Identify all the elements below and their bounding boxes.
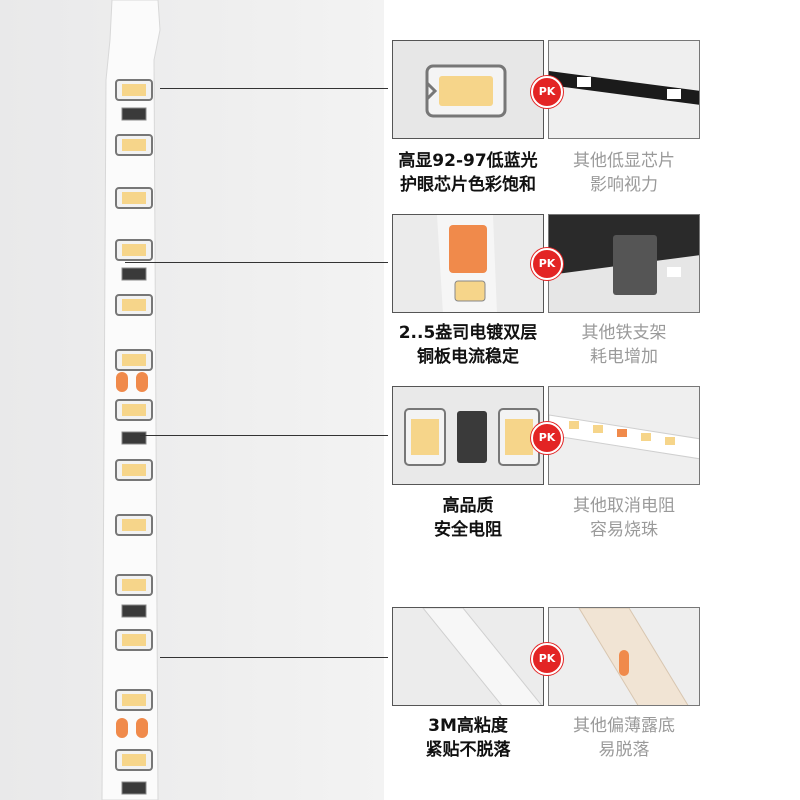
bad-caption-4-line1: 其他偏薄露底 bbox=[573, 716, 675, 736]
iron-bracket-image bbox=[549, 215, 699, 312]
strip-resistor bbox=[121, 267, 147, 281]
good-caption-4: 3M高粘度 紧贴不脱落 bbox=[392, 714, 544, 762]
bad-caption-2: 其他铁支架 耗电增加 bbox=[548, 321, 700, 369]
leader-line-3 bbox=[140, 435, 388, 436]
good-caption-2-line1: 2..5盎司电镀双层 bbox=[398, 323, 538, 343]
led-strip-graphic bbox=[101, 0, 161, 800]
low-cri-strip-image bbox=[549, 41, 699, 138]
pk-badge-3: PK bbox=[531, 422, 563, 454]
strip-led-chip bbox=[115, 239, 153, 261]
bad-caption-3-line2: 容易烧珠 bbox=[590, 520, 658, 540]
good-caption-3: 高品质 安全电阻 bbox=[392, 494, 544, 542]
good-caption-2-line2: 铜板电流稳定 bbox=[417, 347, 519, 367]
strip-led-chip bbox=[115, 79, 153, 101]
strip-resistor bbox=[121, 431, 147, 445]
strip-led-chip bbox=[115, 749, 153, 771]
good-caption-1: 高显92-97低蓝光 护眼芯片色彩饱和 bbox=[392, 149, 544, 197]
good-caption-3-line2: 安全电阻 bbox=[434, 520, 502, 540]
leader-line-2 bbox=[125, 262, 388, 263]
3m-tape-image bbox=[393, 608, 543, 705]
good-caption-4-line2: 紧贴不脱落 bbox=[425, 740, 511, 760]
strip-led-chip bbox=[115, 629, 153, 651]
strip-resistor bbox=[121, 781, 147, 795]
bad-no-resistor-photo bbox=[548, 386, 700, 485]
good-adhesive-closeup bbox=[392, 607, 544, 706]
copper-board-image bbox=[393, 215, 543, 312]
strip-solder-pad bbox=[116, 718, 128, 738]
no-resistor-strip-image bbox=[549, 387, 699, 484]
good-resistor-closeup bbox=[392, 386, 544, 485]
good-chip-closeup bbox=[392, 40, 544, 139]
bad-iron-photo bbox=[548, 214, 700, 313]
pk-badge-1: PK bbox=[531, 76, 563, 108]
strip-solder-pad bbox=[136, 372, 148, 392]
bad-chip-photo bbox=[548, 40, 700, 139]
strip-led-chip bbox=[115, 294, 153, 316]
smd-led-chip-image bbox=[393, 41, 543, 138]
bad-caption-1: 其他低显芯片 影响视力 bbox=[548, 149, 700, 197]
good-caption-1-line1: 高显92-97低蓝光 bbox=[398, 151, 538, 171]
strip-led-chip bbox=[115, 514, 153, 536]
strip-solder-pad bbox=[116, 372, 128, 392]
strip-led-chip bbox=[115, 134, 153, 156]
good-copper-closeup bbox=[392, 214, 544, 313]
pk-badge-4: PK bbox=[531, 643, 563, 675]
strip-led-chip bbox=[115, 187, 153, 209]
strip-solder-pad bbox=[136, 718, 148, 738]
bad-caption-2-line2: 耗电增加 bbox=[590, 347, 658, 367]
strip-led-chip bbox=[115, 574, 153, 596]
good-caption-2: 2..5盎司电镀双层 铜板电流稳定 bbox=[392, 321, 544, 369]
bad-caption-1-line1: 其他低显芯片 bbox=[573, 151, 675, 171]
bad-caption-3: 其他取消电阻 容易烧珠 bbox=[548, 494, 700, 542]
bad-caption-1-line2: 影响视力 bbox=[590, 175, 658, 195]
strip-led-chip bbox=[115, 459, 153, 481]
good-caption-4-line1: 3M高粘度 bbox=[428, 716, 508, 736]
strip-resistor bbox=[121, 604, 147, 618]
leader-line-1 bbox=[160, 88, 388, 89]
led-strip-photo bbox=[98, 0, 164, 800]
bad-caption-4-line2: 易脱落 bbox=[598, 740, 650, 760]
thin-tape-image bbox=[549, 608, 699, 705]
strip-led-chip bbox=[115, 349, 153, 371]
strip-resistor bbox=[121, 107, 147, 121]
strip-led-chip bbox=[115, 399, 153, 421]
leader-line-4 bbox=[160, 657, 388, 658]
pk-badge-2: PK bbox=[531, 248, 563, 280]
good-caption-3-line1: 高品质 bbox=[442, 496, 494, 516]
good-caption-1-line2: 护眼芯片色彩饱和 bbox=[400, 175, 536, 195]
bad-caption-2-line1: 其他铁支架 bbox=[581, 323, 667, 343]
bad-caption-4: 其他偏薄露底 易脱落 bbox=[548, 714, 700, 762]
strip-led-chip bbox=[115, 689, 153, 711]
bad-adhesive-photo bbox=[548, 607, 700, 706]
bad-caption-3-line1: 其他取消电阻 bbox=[573, 496, 675, 516]
resistor-image bbox=[393, 387, 543, 484]
